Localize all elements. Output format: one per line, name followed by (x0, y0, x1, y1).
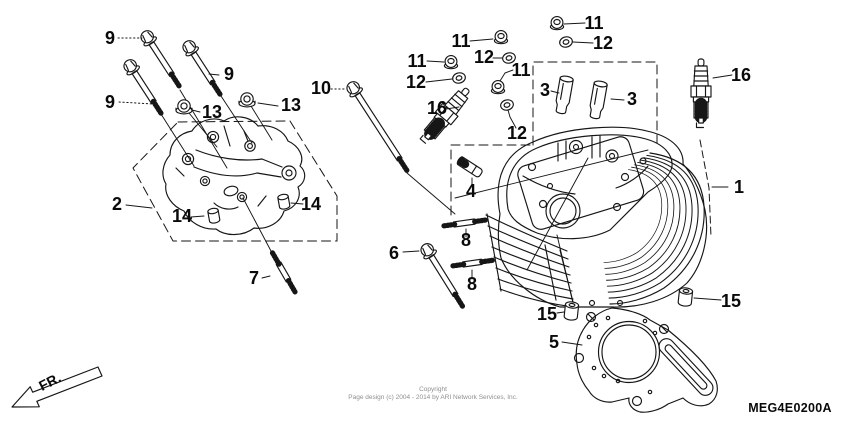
callout-2[interactable]: 2 (112, 194, 122, 214)
callout-16-a[interactable]: 16 (427, 98, 447, 118)
callout-7[interactable]: 7 (249, 268, 259, 288)
bolt-9-b (179, 37, 224, 98)
callout-8-b[interactable]: 8 (467, 274, 477, 294)
cap-14-a (206, 206, 221, 225)
pin-4-boundary (450, 144, 533, 216)
callout-15-b[interactable]: 15 (721, 291, 741, 311)
callout-6[interactable]: 6 (389, 243, 399, 263)
fr-arrow (11, 366, 103, 408)
callout-13-a[interactable]: 13 (202, 102, 222, 122)
callout-12-c[interactable]: 12 (507, 123, 527, 143)
bolt-9-c (120, 56, 165, 117)
stud-8-a (441, 217, 490, 229)
callout-9-b[interactable]: 9 (224, 64, 234, 84)
callout-leaders (117, 22, 733, 346)
callout-12-d[interactable]: 12 (593, 33, 613, 53)
pin-4 (456, 156, 483, 178)
copyright-line-2: Page design (c) 2004 - 2014 by ARI Netwo… (348, 394, 518, 401)
callout-15-a[interactable]: 15 (537, 304, 557, 324)
callout-5[interactable]: 5 (549, 332, 559, 352)
stud-7 (269, 250, 298, 295)
rocker-arm-assembly-2 (162, 116, 306, 236)
callout-11-a[interactable]: 11 (451, 31, 470, 51)
callout-12-a[interactable]: 12 (474, 47, 494, 67)
bolt-6 (417, 240, 466, 310)
cylinder-head-1 (454, 126, 708, 308)
bolt-9-a (137, 27, 183, 90)
callout-3-b[interactable]: 3 (627, 89, 637, 109)
diagram-code: MEG4E0200A (748, 401, 832, 415)
callout-14-a[interactable]: 14 (172, 206, 192, 226)
callout-3-a[interactable]: 3 (540, 80, 550, 100)
valve-guide-boundary (532, 61, 658, 146)
callout-1[interactable]: 1 (734, 177, 744, 197)
copyright-line-1: Copyright (419, 386, 447, 393)
callout-11-c[interactable]: 11 (511, 60, 530, 80)
cap-nut-11-a (493, 30, 509, 45)
cap-nut-11-b (443, 55, 459, 70)
cap-nut-11-d (549, 16, 565, 31)
callout-11-d[interactable]: 11 (584, 13, 603, 33)
cap-nut-11-c (490, 80, 506, 95)
rocker-assembly-boundary (132, 120, 338, 242)
callout-16-b[interactable]: 16 (731, 65, 751, 85)
callout-12-b[interactable]: 12 (406, 72, 426, 92)
dowel-pin-15-a (563, 300, 580, 322)
installation-lines (160, 89, 456, 252)
cap-14-b (276, 192, 291, 211)
bolt-10 (343, 78, 410, 174)
callout-9-c[interactable]: 9 (105, 92, 115, 112)
callout-11-b[interactable]: 11 (407, 51, 426, 71)
callout-14-b[interactable]: 14 (301, 194, 321, 214)
callout-13-b[interactable]: 13 (281, 95, 301, 115)
head-gasket-5 (573, 307, 718, 413)
callout-10[interactable]: 10 (311, 78, 331, 98)
dowel-pin-15-b (677, 286, 694, 308)
head-callout-line (699, 139, 729, 238)
callout-9-a[interactable]: 9 (105, 28, 115, 48)
callout-4[interactable]: 4 (466, 181, 476, 201)
callout-8-a[interactable]: 8 (461, 230, 471, 250)
stud-8-b (450, 257, 497, 269)
